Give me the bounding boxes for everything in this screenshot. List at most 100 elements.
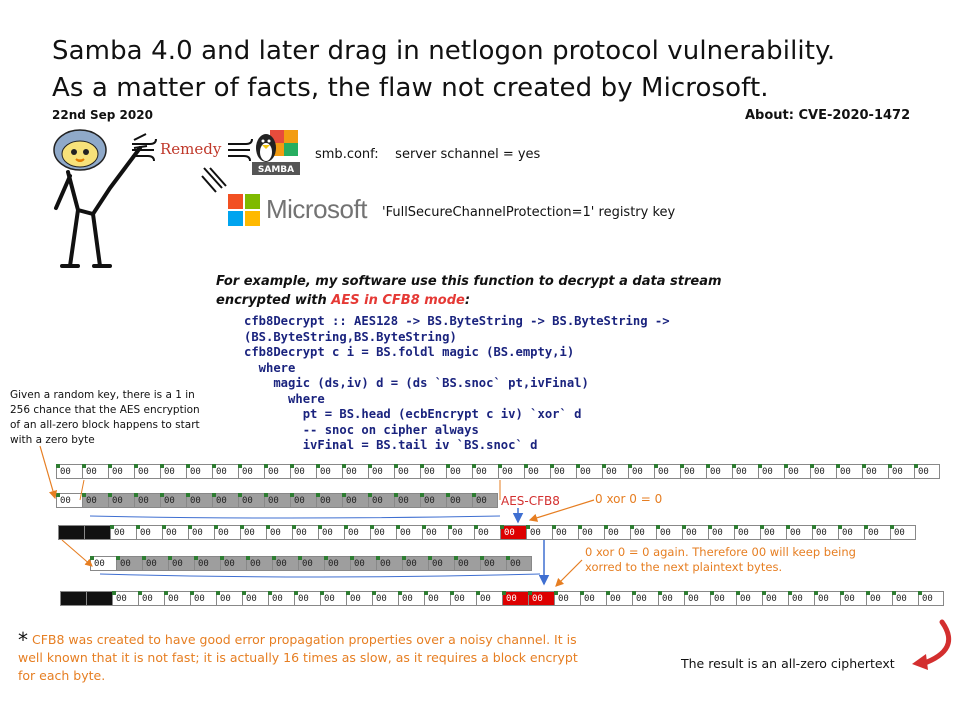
byte-cell: 00 <box>376 556 402 571</box>
byte-cell: 00 <box>168 556 194 571</box>
byte-cell: 00 <box>372 591 398 606</box>
byte-cell: 00 <box>918 591 944 606</box>
byte-cell: 00 <box>160 464 186 479</box>
byte-cell: 00 <box>454 556 480 571</box>
byte-cell: 00 <box>580 591 606 606</box>
byte-cell: 00 <box>762 591 788 606</box>
byte-cell: 00 <box>212 464 238 479</box>
byte-cell: 00 <box>732 464 758 479</box>
byte-cell: 00 <box>316 464 342 479</box>
byte-cell: 00 <box>316 493 342 508</box>
byte-cell: 00 <box>788 591 814 606</box>
byte-cell: 00 <box>658 591 684 606</box>
byte-cell: 00 <box>320 591 346 606</box>
byte-cell: 00 <box>682 525 708 540</box>
byte-cell: 00 <box>56 493 82 508</box>
byte-cell: 00 <box>632 591 658 606</box>
byte-cell: 00 <box>448 525 474 540</box>
byte-cell: 00 <box>680 464 706 479</box>
byte-cell: 00 <box>108 464 134 479</box>
samba-logo-icon: SAMBA <box>252 130 300 175</box>
byte-cell: 00 <box>194 556 220 571</box>
code-line: (BS.ByteString,BS.ByteString) <box>244 330 457 344</box>
byte-cell: 00 <box>552 525 578 540</box>
byte-cell: 00 <box>350 556 376 571</box>
byte-cell: 00 <box>734 525 760 540</box>
byte-cell: 00 <box>840 591 866 606</box>
byte-cell: 00 <box>214 525 240 540</box>
arrow-note-to-iv <box>39 445 58 500</box>
byte-cell: 00 <box>476 591 502 606</box>
byte-cell: 00 <box>186 464 212 479</box>
byte-cell: 00 <box>290 493 316 508</box>
byte-cell: 00 <box>472 464 498 479</box>
byte-cell: 00 <box>238 464 264 479</box>
byte-cell: 00 <box>630 525 656 540</box>
byte-cell <box>60 591 86 606</box>
code-line: ivFinal = BS.tail iv `BS.snoc` d <box>244 438 538 452</box>
byte-cell: 00 <box>240 525 266 540</box>
page-title-line1: Samba 4.0 and later drag in netlogon pro… <box>52 36 836 66</box>
date-label: 22nd Sep 2020 <box>52 108 153 122</box>
byte-cell: 00 <box>446 464 472 479</box>
code-line: cfb8Decrypt :: AES128 -> BS.ByteString -… <box>244 314 670 328</box>
byte-cell: 00 <box>142 556 168 571</box>
code-line: pt = BS.head (ecbEncrypt c iv) `xor` d <box>244 407 582 421</box>
byte-cell: 00 <box>550 464 576 479</box>
byte-cell: 00 <box>108 493 134 508</box>
byte-cell: 00 <box>116 556 142 571</box>
byte-cell: 00 <box>138 591 164 606</box>
byte-cell: 00 <box>346 591 372 606</box>
byte-cell: 00 <box>190 591 216 606</box>
byte-cell: 00 <box>134 464 160 479</box>
byte-cell: 00 <box>604 525 630 540</box>
byte-cell: 00 <box>422 525 448 540</box>
byte-cell: 00 <box>914 464 940 479</box>
byte-cell: 00 <box>786 525 812 540</box>
byte-cell: 00 <box>264 493 290 508</box>
cipher-mode-highlight: AES in CFB8 mode <box>331 293 465 308</box>
arrow-xor-label <box>528 499 595 522</box>
code-line: cfb8Decrypt c i = BS.foldl magic (BS.emp… <box>244 345 575 359</box>
page-title-line2: As a matter of facts, the flaw not creat… <box>52 73 769 103</box>
microsoft-logo-text: Microsoft <box>266 194 367 224</box>
byte-cell: 00 <box>784 464 810 479</box>
byte-cell: 00 <box>576 464 602 479</box>
byte-cell: 00 <box>862 464 888 479</box>
code-line: where <box>244 361 296 375</box>
byte-cell: 00 <box>342 464 368 479</box>
byte-cell: 00 <box>246 556 272 571</box>
aes-cfb8-label: AES-CFB8 <box>501 494 560 508</box>
byte-cell: 00 <box>294 591 320 606</box>
byte-cell: 00 <box>242 591 268 606</box>
byte-cell: 00 <box>892 591 918 606</box>
byte-cell: 00 <box>606 591 632 606</box>
byte-cell: 00 <box>500 525 526 540</box>
code-line: -- snoc on cipher always <box>244 423 479 437</box>
cve-label: About: CVE-2020-1472 <box>745 108 911 123</box>
byte-cell: 00 <box>318 525 344 540</box>
byte-cell: 00 <box>628 464 654 479</box>
byte-cell: 00 <box>428 556 454 571</box>
xor-again-label: 0 xor 0 = 0 again. Therefore 00 will kee… <box>585 545 856 574</box>
byte-cell: 00 <box>162 525 188 540</box>
byte-cell: 00 <box>528 591 554 606</box>
byte-cell: 00 <box>402 556 428 571</box>
byte-cell: 00 <box>342 493 368 508</box>
byte-cell: 00 <box>526 525 552 540</box>
byte-cell: 00 <box>368 493 394 508</box>
byte-cell: 00 <box>708 525 734 540</box>
byte-cell: 00 <box>110 525 136 540</box>
byte-cell: 00 <box>370 525 396 540</box>
byte-cell: 00 <box>290 464 316 479</box>
byte-cell: 00 <box>82 464 108 479</box>
byte-cell: 00 <box>420 493 446 508</box>
byte-cell: 00 <box>498 464 524 479</box>
byte-cell: 00 <box>506 556 532 571</box>
byte-cell: 00 <box>238 493 264 508</box>
kicking-bird-illustration <box>53 129 148 268</box>
byte-cell: 00 <box>268 591 294 606</box>
